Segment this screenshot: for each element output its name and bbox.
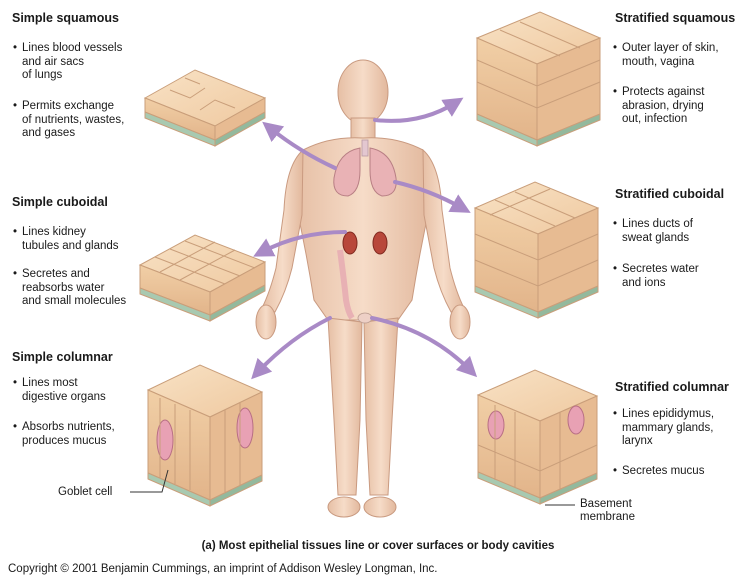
- kidneys: [342, 231, 388, 255]
- trachea: [361, 139, 369, 157]
- title-simple-columnar: Simple columnar: [12, 350, 113, 364]
- basement-membrane-label: Basement membrane: [580, 498, 635, 523]
- point-stratified-columnar-2: Secretes mucus: [613, 465, 705, 479]
- point-stratified-cuboidal-1: Lines ducts of sweat glands: [613, 218, 693, 245]
- point-stratified-squamous-1: Outer layer of skin, mouth, vagina: [613, 42, 718, 69]
- lungs: [333, 147, 397, 197]
- point-simple-squamous-1: Lines blood vessels and air sacs of lung…: [13, 42, 122, 83]
- title-simple-cuboidal: Simple cuboidal: [12, 195, 108, 209]
- title-stratified-cuboidal: Stratified cuboidal: [615, 187, 725, 201]
- point-stratified-cuboidal-2: Secretes water and ions: [613, 263, 699, 290]
- point-stratified-squamous-2: Protects against abrasion, drying out, i…: [613, 86, 705, 127]
- goblet-cell-pointer: [130, 469, 169, 493]
- arrows: [251, 97, 478, 380]
- goblet-cell-label: Goblet cell: [58, 486, 113, 498]
- point-simple-columnar-2: Absorbs nutrients, produces mucus: [13, 421, 115, 448]
- human-figure: [255, 59, 471, 518]
- title-simple-squamous: Simple squamous: [12, 11, 119, 25]
- simple-columnar-block: [146, 364, 264, 507]
- stratified-columnar-block: [476, 369, 599, 505]
- copyright-notice: Copyright © 2001 Benjamin Cummings, an i…: [8, 563, 438, 575]
- stratified-squamous-block: [475, 11, 602, 147]
- point-stratified-columnar-1: Lines epididymus, mammary glands, larynx: [613, 408, 714, 449]
- simple-cuboidal-block: [138, 234, 267, 322]
- title-stratified-columnar: Stratified columnar: [615, 380, 729, 394]
- stratified-cuboidal-block: [473, 181, 600, 319]
- intestine: [337, 249, 355, 320]
- title-stratified-squamous: Stratified squamous: [615, 11, 736, 25]
- point-simple-columnar-1: Lines most digestive organs: [13, 377, 106, 404]
- simple-squamous-block: [143, 69, 267, 147]
- testis: [357, 312, 373, 324]
- point-simple-squamous-2: Permits exchange of nutrients, wastes, a…: [13, 100, 124, 141]
- point-simple-cuboidal-2: Secretes and reabsorbs water and small m…: [13, 268, 126, 309]
- figure-caption: (a) Most epithelial tissues line or cove…: [201, 540, 555, 552]
- point-simple-cuboidal-1: Lines kidney tubules and glands: [13, 226, 119, 253]
